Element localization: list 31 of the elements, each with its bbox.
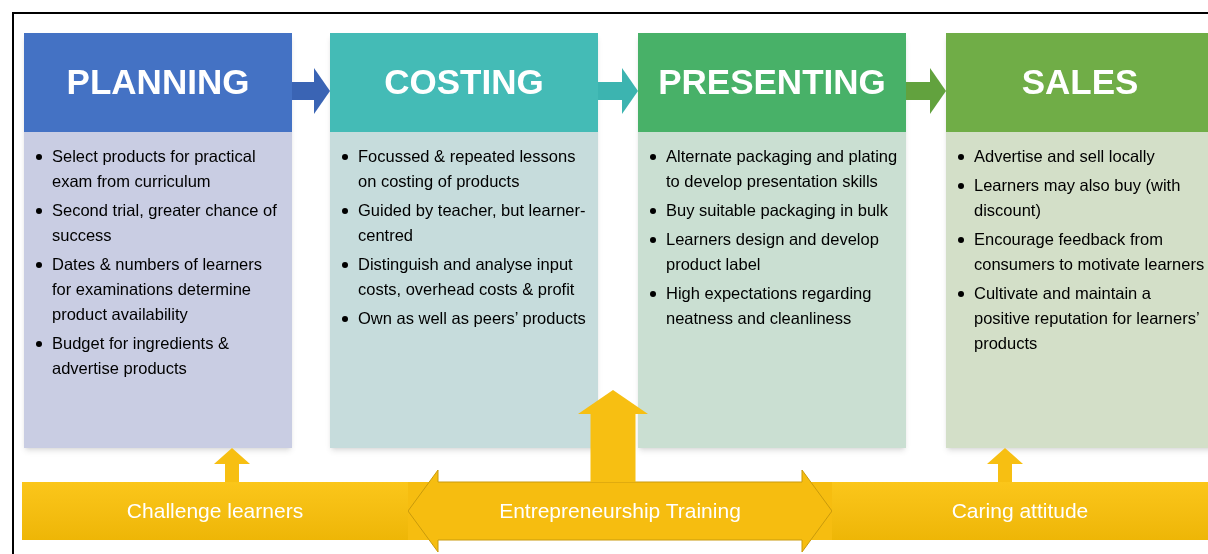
bullet-item: High expectations regarding neatness and cleanliness — [666, 283, 873, 329]
bullet-item: Advertise and sell locally — [974, 146, 1156, 167]
column-title: PLANNING — [66, 61, 250, 104]
bullet-item: Budget for ingredients & advertise products — [52, 333, 231, 379]
band-label: Caring attitude — [951, 498, 1089, 525]
arrow — [987, 448, 1023, 482]
bullet-item: Dates & numbers of learners for examinations determine product availability — [52, 254, 263, 325]
bullet-item: Guided by teacher, but learner-centred — [358, 200, 587, 246]
bullet-item: Distinguish and analyse input costs, overhead costs & profit — [358, 254, 576, 300]
arrow — [906, 68, 946, 114]
bullet-item: Alternate packaging and plating to develop presentation skills — [666, 146, 898, 192]
arrow — [292, 68, 330, 114]
band-label: Entrepreneurship Training — [499, 498, 741, 525]
bullet-item: Own as well as peers’ products — [358, 308, 587, 329]
arrow — [214, 448, 250, 482]
bullet-item: Select products for practical exam from curriculum — [52, 146, 257, 192]
bullet-item: Focussed & repeated lessons on costing of products — [358, 146, 577, 192]
bullet-item: Second trial, greater chance of success — [52, 200, 278, 246]
bullet-item: Cultivate and maintain a positive reputation for learners’ products — [974, 283, 1200, 354]
bullet-item: Encourage feedback from consumers to motivate learners — [974, 229, 1206, 275]
bullet-item: Learners design and develop product label — [666, 229, 880, 275]
banner-bar — [832, 482, 1208, 540]
band-label: Challenge learners — [126, 498, 304, 525]
arrow — [598, 68, 638, 114]
bullet-item: Learners may also buy (with discount) — [974, 175, 1182, 221]
column-title: COSTING — [384, 61, 544, 104]
column-title: SALES — [1021, 61, 1139, 104]
arrow — [578, 390, 648, 482]
bullet-item: Buy suitable packaging in bulk — [666, 200, 889, 221]
banner-bar — [22, 482, 408, 540]
column-title: PRESENTING — [658, 61, 886, 104]
